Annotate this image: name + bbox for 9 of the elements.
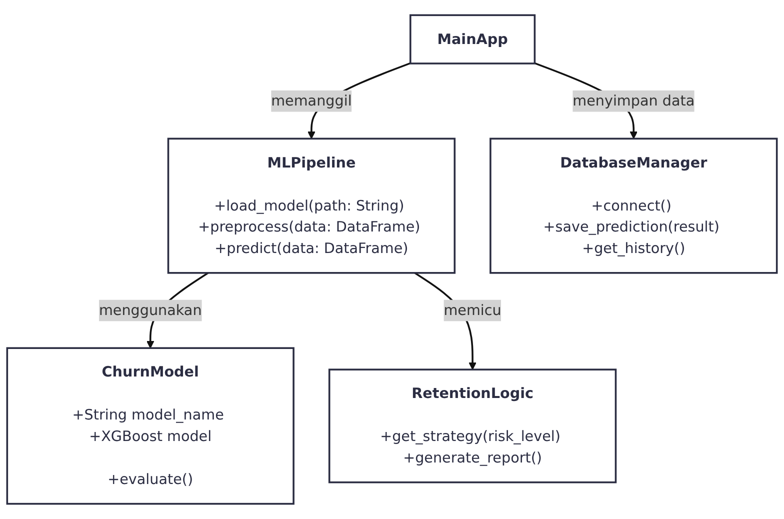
node-box: MainApp [410, 14, 536, 64]
edge-label: memanggil [271, 92, 352, 110]
edge-label: memicu [444, 302, 502, 319]
node-box: MLPipeline +load_model(path: String) +preprocess(data: DataFrame) +predict(data: DataFrame) [167, 138, 456, 274]
edge-label: menggunakan [98, 302, 202, 319]
node-box: ChurnModel +String model_name +XGBoost model +evaluate() [6, 347, 294, 505]
node-box: DatabaseManager +connect() +save_prediction(result) +get_history() [490, 138, 778, 274]
edge-label: menyimpan data [572, 92, 695, 110]
node-box: RetentionLogic +get_strategy(risk_level) +generate_report() [328, 368, 617, 484]
